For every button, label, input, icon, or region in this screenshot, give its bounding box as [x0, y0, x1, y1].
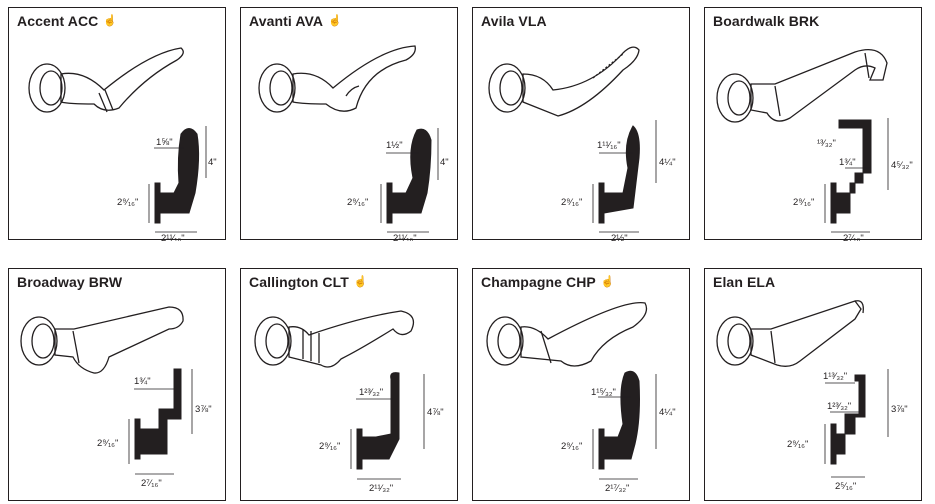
product-title: Accent ACC☝ [17, 13, 118, 29]
product-title: Broadway BRW [17, 274, 123, 290]
product-card-avila: Avila VLA 1¹¹⁄₁₆" 4¼" 2⁹⁄₁₆" 2½" [472, 7, 690, 241]
product-card-boardwalk: Boardwalk BRK ¹³⁄₃₂" 1¾" 4⁵⁄₃₂" 2⁹⁄₁₆" 2… [704, 7, 922, 241]
product-card-callington: Callington CLT☝ 1²³⁄₃₂" 4⅞" 2⁹⁄₁₆" 2¹¹⁄₃… [240, 268, 458, 501]
lever-illustration [716, 49, 889, 233]
lever-illustration [486, 301, 657, 480]
product-title: Elan ELA [713, 274, 776, 290]
product-card-elan: Elan ELA 1¹³⁄₃₂" 1²³⁄₃₂" 3⅞" 2⁹⁄₁₆" 2⁵⁄₁… [704, 268, 922, 501]
lever-illustration [716, 300, 889, 478]
product-card-avanti: Avanti AVA☝ 1½" 4" 2⁹⁄₁₆" 2¹¹⁄₁₆" [240, 7, 458, 241]
product-title: Avila VLA [481, 13, 547, 29]
hand-icon: ☝ [328, 15, 342, 27]
product-card-broadway: Broadway BRW 1¾" 3⅞" 2⁹⁄₁₆" 2⁷⁄₁₆" [8, 268, 226, 501]
hand-icon: ☝ [600, 276, 615, 288]
product-title: Champagne CHP☝ [481, 274, 615, 290]
lever-illustration [20, 306, 193, 475]
lever-illustration [258, 45, 439, 233]
product-card-accent: Accent ACC☝ 1⅝" 4" 2⁹⁄₁₆" 2¹¹⁄₁₆" [8, 7, 226, 241]
product-card-champagne: Champagne CHP☝ 1¹⁵⁄₃₂" 4¼" 2⁹⁄₁₆" 2¹⁷⁄₃₂… [472, 268, 690, 501]
lever-illustration [254, 310, 425, 480]
lever-illustration [488, 46, 657, 233]
hand-icon: ☝ [103, 15, 118, 27]
product-title: Callington CLT☝ [249, 274, 368, 290]
hand-icon: ☝ [353, 276, 368, 288]
product-title: Avanti AVA☝ [249, 13, 342, 29]
lever-illustration [28, 47, 207, 233]
product-title: Boardwalk BRK [713, 13, 820, 29]
